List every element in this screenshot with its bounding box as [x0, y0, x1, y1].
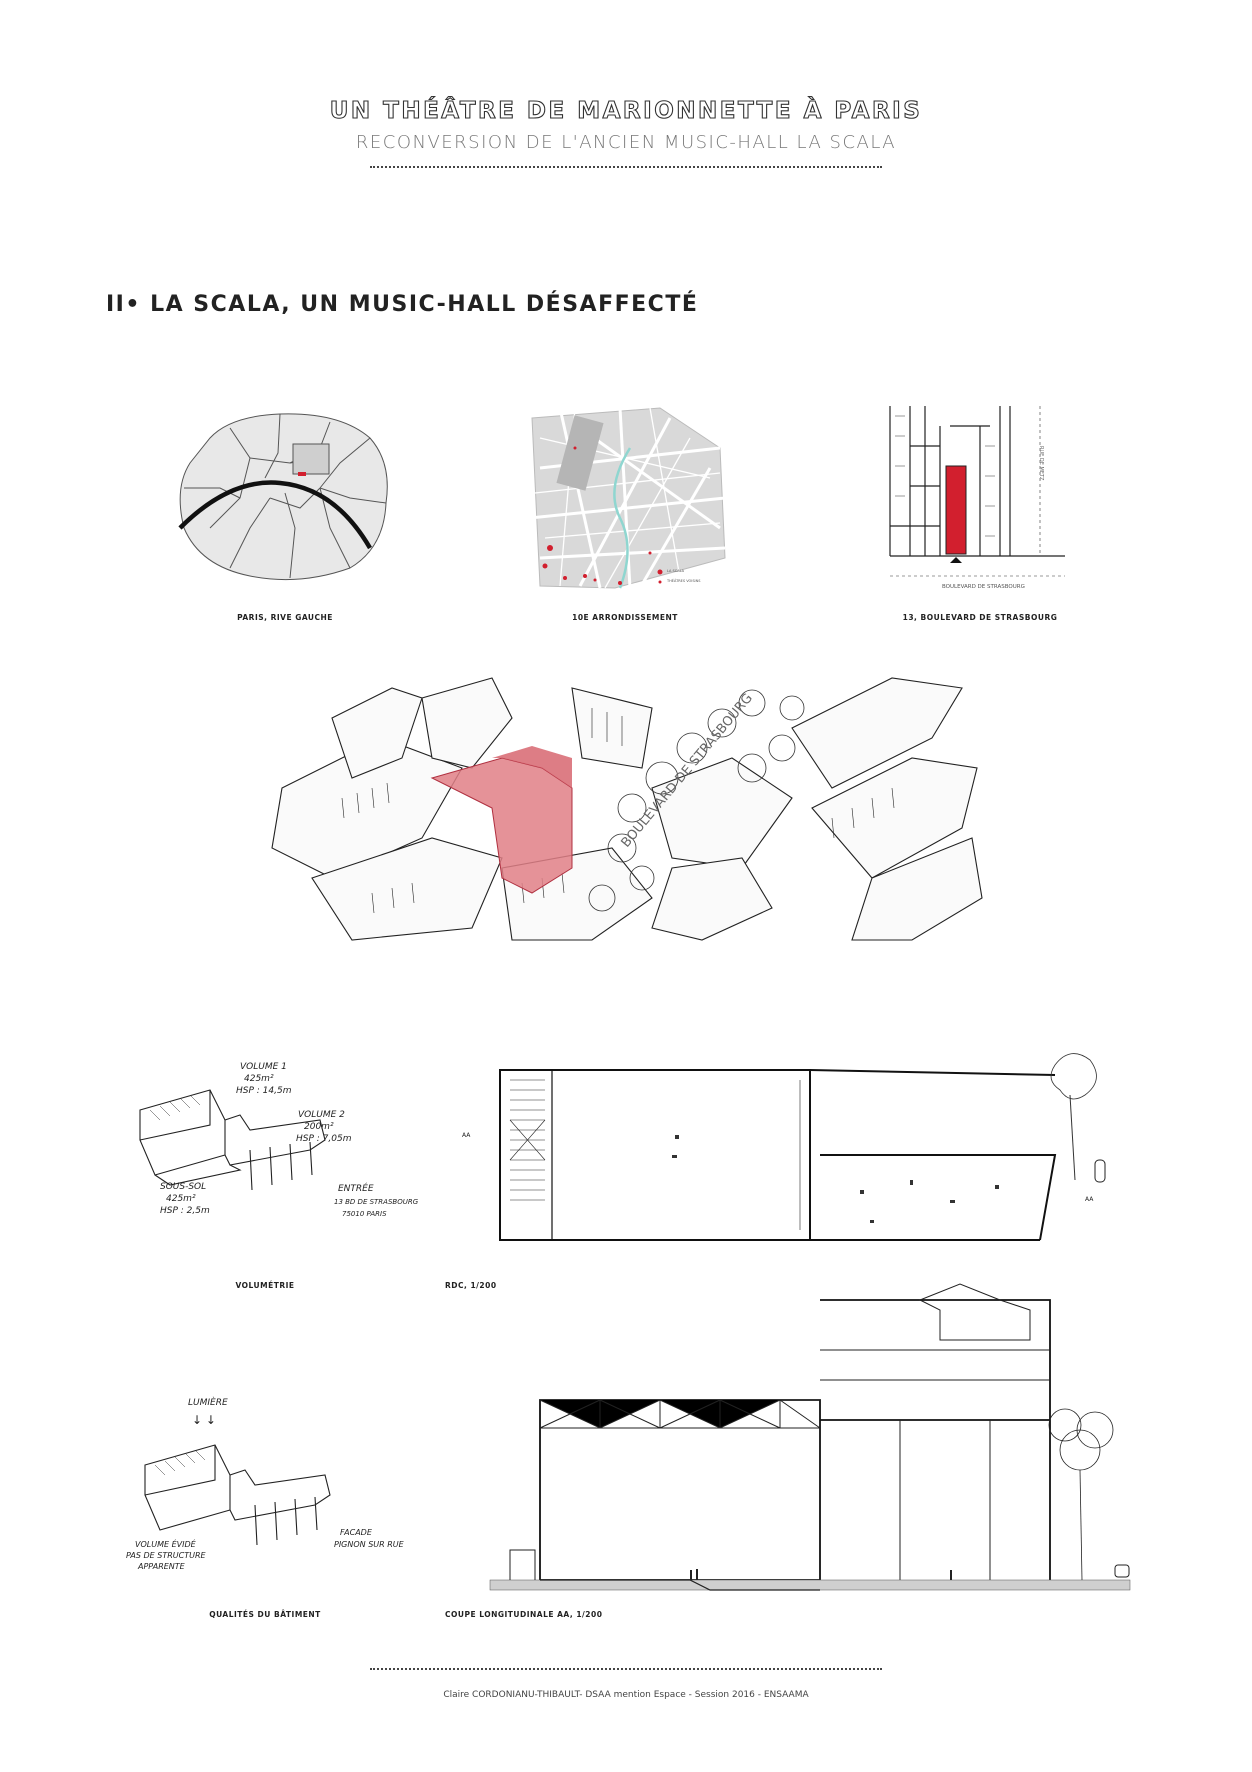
coupe-caption: COUPE LONGITUDINALE AA, 1/200 — [445, 1610, 603, 1619]
qualites-volume-line1: VOLUME ÉVIDÉ — [135, 1540, 196, 1549]
qualites-volume-line2: PAS DE STRUCTURE — [126, 1551, 206, 1560]
footer-divider — [370, 1668, 882, 1670]
entree-line1: ENTRÉE — [338, 1184, 374, 1194]
volume1-line1: VOLUME 1 — [240, 1062, 287, 1072]
car-icon — [1094, 1159, 1106, 1183]
facade-line1: FACADE — [340, 1528, 372, 1537]
scala-highlight — [430, 757, 573, 894]
section-title: II• LA SCALA, UN MUSIC-HALL DÉSAFFECTÉ — [106, 292, 699, 317]
site-plan: RUE DE METZ BOULEVARD DE STRASBOURG — [889, 406, 1070, 590]
coupe-section — [489, 1283, 1131, 1591]
soussol-line1: SOUS-SOL — [160, 1182, 207, 1192]
scala-parcel — [945, 465, 967, 555]
scala-marker-icon — [298, 472, 306, 476]
rdc-caption: RDC, 1/200 — [445, 1281, 497, 1290]
entrance-arrow-icon — [950, 557, 962, 563]
arrondissement-map-caption: 10E ARRONDISSEMENT — [572, 613, 678, 622]
facade-line2: PIGNON SUR RUE — [334, 1540, 404, 1549]
volumetrie-sketch — [139, 1089, 326, 1191]
lumiere-label: LUMIÈRE — [188, 1398, 228, 1408]
footer-credits: Claire CORDONIANU-THIBAULT- DSAA mention… — [443, 1690, 809, 1700]
rdc-marker-left: AA — [462, 1132, 471, 1139]
light-arrows-icon: ↓ ↓ — [192, 1413, 216, 1427]
qualites-sketch — [144, 1444, 331, 1546]
soussol-line2: 425m² — [166, 1194, 196, 1204]
rdc-plan — [499, 1053, 1106, 1241]
site-street-label: BOULEVARD DE STRASBOURG — [942, 584, 1025, 590]
legend-theatres: THÉÂTRES VOISINS — [667, 579, 701, 583]
volumetrie-caption: VOLUMÉTRIE — [235, 1281, 295, 1290]
paris-map-caption: PARIS, RIVE GAUCHE — [237, 613, 333, 622]
volume2-line1: VOLUME 2 — [298, 1110, 345, 1120]
volume2-line2: 200m² — [304, 1122, 334, 1132]
soussol-line3: HSP : 2,5m — [160, 1206, 210, 1216]
page-title: UN THÉÂTRE DE MARIONNETTE À PARIS — [329, 97, 923, 124]
page-subtitle: RECONVERSION DE L'ANCIEN MUSIC-HALL LA S… — [355, 132, 897, 153]
rdc-marker-right: AA — [1085, 1196, 1094, 1203]
paris-map — [178, 413, 388, 581]
arrondissement-map — [529, 407, 726, 589]
aerial-sketch: BOULEVARD DE STRASBOURG — [271, 677, 983, 941]
volume1-line2: 425m² — [244, 1074, 274, 1084]
volume2-line3: HSP : 7,05m — [296, 1134, 352, 1144]
qualites-caption: QUALITÉS DU BÂTIMENT — [209, 1610, 321, 1619]
site-plan-caption: 13, BOULEVARD DE STRASBOURG — [902, 613, 1058, 622]
header-divider — [370, 166, 882, 168]
volume1-line3: HSP : 14,5m — [236, 1086, 292, 1096]
entree-line2: 13 BD DE STRASBOURG — [334, 1198, 419, 1206]
legend-scala: LA SCALA — [667, 569, 685, 573]
entree-line3: 75010 PARIS — [342, 1210, 387, 1218]
car-section-icon — [1114, 1564, 1130, 1578]
side-street-label: RUE DE METZ — [1038, 446, 1044, 481]
qualites-volume-line3: APPARENTE — [138, 1562, 185, 1571]
